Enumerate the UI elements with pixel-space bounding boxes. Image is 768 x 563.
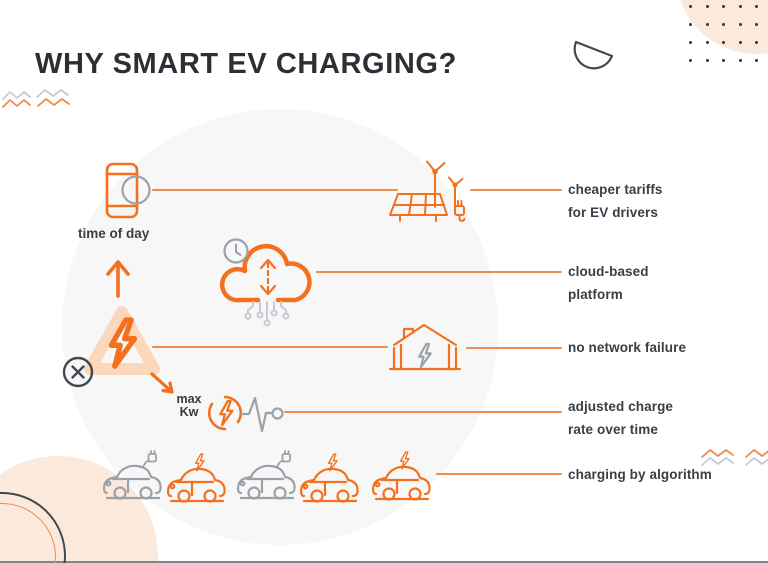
label-no-network-failure: no network failure [568, 340, 687, 355]
label-adjusted-charge-rate: adjusted charge rate over time [568, 399, 674, 437]
zigzag-decoration-top-left [2, 89, 70, 108]
label-charging-by-algorithm: charging by algorithm [568, 467, 712, 482]
connector-line-network-left [152, 346, 388, 348]
max-kw-label: max Kw [170, 393, 208, 419]
connector-line-charge-rate [284, 411, 562, 413]
time-of-day-label: time of day [78, 226, 150, 241]
connector-line-cloud [316, 271, 562, 273]
bottom-edge-line [0, 561, 768, 563]
lens-icon [573, 40, 614, 70]
page-title: WHY SMART EV CHARGING? [35, 48, 457, 81]
connector-line-algorithm [436, 473, 562, 475]
zigzag-decoration-right [701, 449, 768, 466]
max-label: max [176, 392, 202, 406]
connector-line-tariffs-right [470, 189, 562, 191]
background-circle [62, 109, 498, 545]
label-cloud-platform: cloud-based platform [568, 264, 649, 302]
kw-label: Kw [179, 405, 199, 419]
dot-grid-decoration [689, 5, 758, 62]
connector-line-tariffs-left [152, 189, 398, 191]
label-cheaper-tariffs: cheaper tariffs for EV drivers [568, 182, 663, 220]
connector-line-network-right [466, 347, 562, 349]
